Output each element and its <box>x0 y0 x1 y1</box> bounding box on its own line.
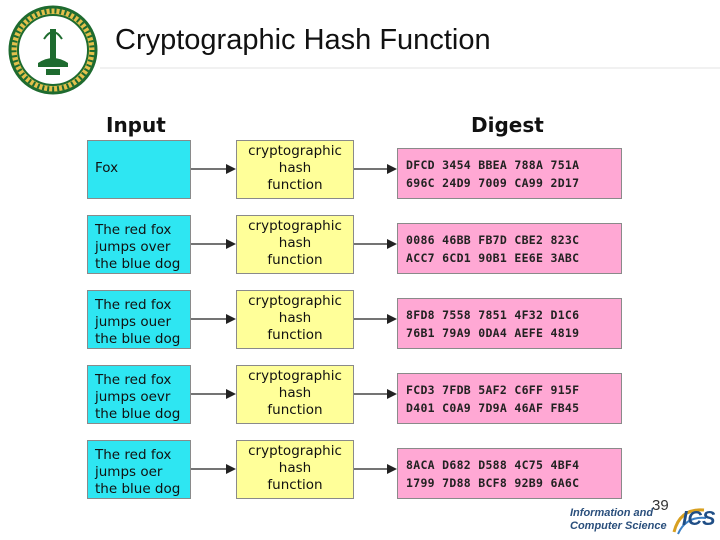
arrow-right-icon <box>354 314 397 324</box>
text-line: 1799 7D88 BCF8 92B9 6A6C <box>406 476 580 490</box>
digest-box: 8FD8 7558 7851 4F32 D1C6 76B1 79A9 0DA4 A… <box>397 298 622 349</box>
text-line: D401 C0A9 7D9A 46AF FB45 <box>406 401 580 415</box>
page-number: 39 <box>652 497 669 514</box>
text-line: hash <box>278 310 312 326</box>
text-line: The red fox <box>95 372 172 388</box>
ics-swoosh-icon <box>672 508 707 535</box>
text-line: hash <box>278 385 312 401</box>
text-line: cryptographic <box>248 143 342 159</box>
text-line: The red fox <box>95 222 172 238</box>
text-line: jumps ouer <box>95 314 172 330</box>
digest-box: 0086 46BB FB7D CBE2 823C ACC7 6CD1 90B1 E… <box>397 223 622 274</box>
text-line: jumps oevr <box>95 389 171 405</box>
ics-logo: Information and Computer Science ICS <box>566 502 716 538</box>
text-line: ACC7 6CD1 90B1 EE6E 3ABC <box>406 251 580 265</box>
text-line: jumps over <box>95 239 171 255</box>
text-line: hash <box>278 460 312 476</box>
arrow-right-icon <box>191 389 236 399</box>
text-line: Fox <box>95 160 119 176</box>
text-line: the blue dog <box>95 256 181 272</box>
text-line: the blue dog <box>95 481 181 497</box>
text-line: hash <box>278 235 312 251</box>
text-line: 8ACA D682 D588 4C75 4BF4 <box>406 458 580 472</box>
text-line: 76B1 79A9 0DA4 AEFE 4819 <box>406 326 580 340</box>
text-line: 696C 24D9 7009 CA99 2D17 <box>406 176 580 190</box>
digest-box: DFCD 3454 BBEA 788A 751A 696C 24D9 7009 C… <box>397 148 622 199</box>
arrow-right-icon <box>354 464 397 474</box>
arrow-right-icon <box>191 239 236 249</box>
arrow-right-icon <box>354 164 397 174</box>
digest-box: 8ACA D682 D588 4C75 4BF4 1799 7D88 BCF8 9… <box>397 448 622 499</box>
input-column-heading: Input <box>106 113 166 137</box>
text-line: cryptographic <box>248 443 342 459</box>
text-line: jumps oer <box>95 464 163 480</box>
arrow-right-icon <box>191 164 236 174</box>
arrow-right-icon <box>191 314 236 324</box>
ics-logo-mark: ICS <box>682 508 716 530</box>
text-line: cryptographic <box>248 218 342 234</box>
text-line: The red fox <box>95 297 172 313</box>
input-box: Fox <box>87 140 191 199</box>
ics-logo-line2: Computer Science <box>570 520 667 532</box>
digest-box: FCD3 7FDB 5AF2 C6FF 915F D401 C0A9 7D9A 4… <box>397 373 622 424</box>
text-line: hash <box>278 160 312 176</box>
slide-title: Cryptographic Hash Function <box>115 24 491 56</box>
text-line: The red fox <box>95 447 172 463</box>
text-line: function <box>267 327 323 343</box>
text-line: function <box>267 477 323 493</box>
text-line: the blue dog <box>95 406 181 422</box>
text-line: the blue dog <box>95 331 181 347</box>
digest-column-heading: Digest <box>471 113 544 137</box>
ics-logo-line1: Information and <box>570 507 654 519</box>
text-line: function <box>267 177 323 193</box>
text-line: cryptographic <box>248 293 342 309</box>
text-line: 8FD8 7558 7851 4F32 D1C6 <box>406 308 580 322</box>
arrow-right-icon <box>354 239 397 249</box>
text-line: DFCD 3454 BBEA 788A 751A <box>406 158 580 172</box>
text-line: FCD3 7FDB 5AF2 C6FF 915F <box>406 383 580 397</box>
text-line: cryptographic <box>248 368 342 384</box>
text-line: function <box>267 252 323 268</box>
university-seal-icon <box>8 5 98 95</box>
title-divider <box>100 67 720 69</box>
arrow-right-icon <box>191 464 236 474</box>
text-line: function <box>267 402 323 418</box>
arrow-right-icon <box>354 389 397 399</box>
text-line: 0086 46BB FB7D CBE2 823C <box>406 233 580 247</box>
